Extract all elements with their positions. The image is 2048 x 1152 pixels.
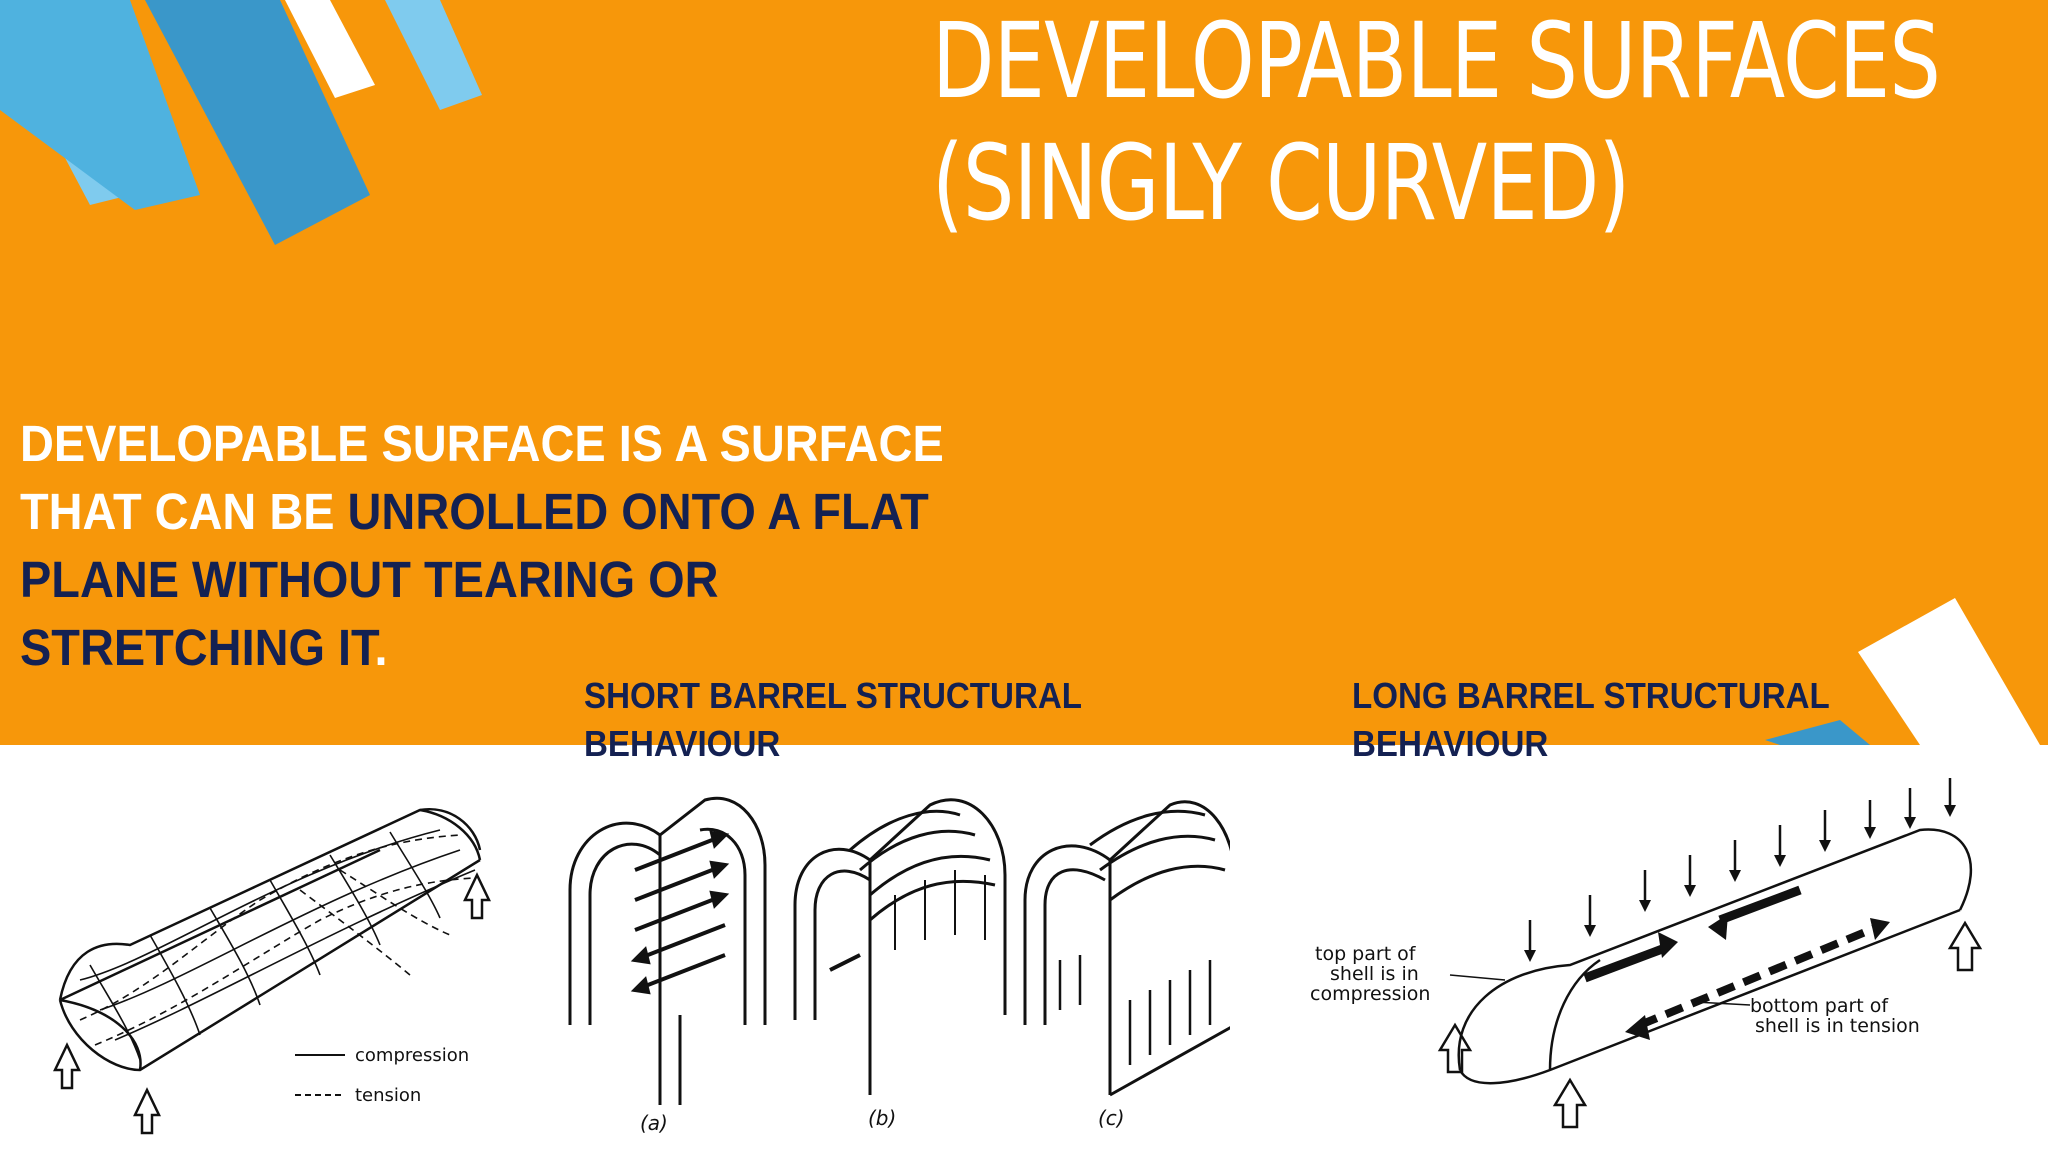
decorative-stripes-top-left	[0, 0, 482, 245]
top-label-line-2: shell is in	[1330, 963, 1419, 985]
long-barrel-caption-line-1: LONG BARREL STRUCTURAL	[1352, 675, 1830, 716]
short-barrel-b	[793, 798, 1007, 1095]
decorative-stripes-right	[1765, 598, 2040, 745]
short-barrel-c	[1023, 800, 1230, 1097]
definition-text: DEVELOPABLE SURFACE IS A SURFACE THAT CA…	[20, 410, 1032, 682]
short-barrel-label-a: (a)	[640, 1111, 668, 1135]
long-shell-bottom	[1458, 908, 1961, 1085]
shell-top-edge	[58, 807, 482, 1001]
stripe-blue-right	[1765, 720, 1870, 745]
legend-compression-label: compression	[355, 1045, 469, 1066]
long-barrel-caption: LONG BARREL STRUCTURAL BEHAVIOUR	[1352, 672, 1830, 768]
support-arrow-3	[463, 872, 491, 920]
bottom-label-line-2: shell is in tension	[1755, 1015, 1920, 1037]
stripe-dark-blue	[145, 0, 370, 245]
shell-front-arch	[59, 998, 142, 1071]
long-shell-top	[1457, 828, 1972, 1071]
long-barrel-figure: top part of shell is in compression bott…	[1310, 778, 1983, 1129]
long-shell-front	[1548, 958, 1601, 1071]
support-arrow-2	[133, 1087, 161, 1135]
short-barrel-label-c: (c)	[1098, 1106, 1125, 1130]
definition-part-1: DEVELOPABLE SURFACE IS A SURFACE THAT CA…	[20, 415, 944, 540]
support-arrow-1	[53, 1042, 81, 1090]
short-barrel-caption-line-2: BEHAVIOUR	[584, 723, 781, 764]
legend-tension-label: tension	[355, 1085, 421, 1106]
orange-background-band	[0, 0, 2048, 745]
stripe-white-right	[1858, 598, 2040, 745]
stripe-white	[285, 0, 375, 98]
stripe-mid-blue	[0, 0, 200, 210]
bottom-label-leader	[1694, 1001, 1751, 1006]
short-barrel-a	[568, 796, 767, 1105]
long-barrel-caption-line-2: BEHAVIOUR	[1352, 723, 1549, 764]
stripe-light-blue-2	[385, 0, 482, 110]
slide-title-line-1: DEVELOPABLE SURFACES	[932, 0, 1941, 122]
top-label-leader	[1449, 974, 1506, 981]
long-support-arrow-1	[1437, 1022, 1473, 1074]
shell-back-arch	[419, 808, 482, 861]
barrel-stress-lines-figure: compression tension	[53, 807, 491, 1135]
short-barrel-figures: (a) (b) (c)	[568, 796, 1230, 1135]
top-label-line-3: compression	[1310, 983, 1430, 1005]
short-barrel-label-b: (b)	[868, 1106, 896, 1130]
bottom-label-line-1: bottom part of	[1750, 995, 1889, 1017]
long-support-arrow-3	[1947, 920, 1983, 972]
slide-title-line-2: (SINGLY CURVED)	[932, 122, 1630, 244]
slide-title: DEVELOPABLE SURFACES (SINGLY CURVED)	[932, 0, 1941, 244]
short-barrel-caption-line-1: SHORT BARREL STRUCTURAL	[584, 675, 1083, 716]
top-label-line-1: top part of	[1315, 943, 1417, 965]
long-support-arrow-2	[1552, 1077, 1588, 1129]
shell-bottom-edge	[58, 858, 481, 1072]
definition-end: .	[374, 619, 388, 676]
definition-highlight: UNROLLED ONTO A FLAT PLANE WITHOUT TEARI…	[20, 483, 929, 676]
short-barrel-caption: SHORT BARREL STRUCTURAL BEHAVIOUR	[584, 672, 1082, 768]
